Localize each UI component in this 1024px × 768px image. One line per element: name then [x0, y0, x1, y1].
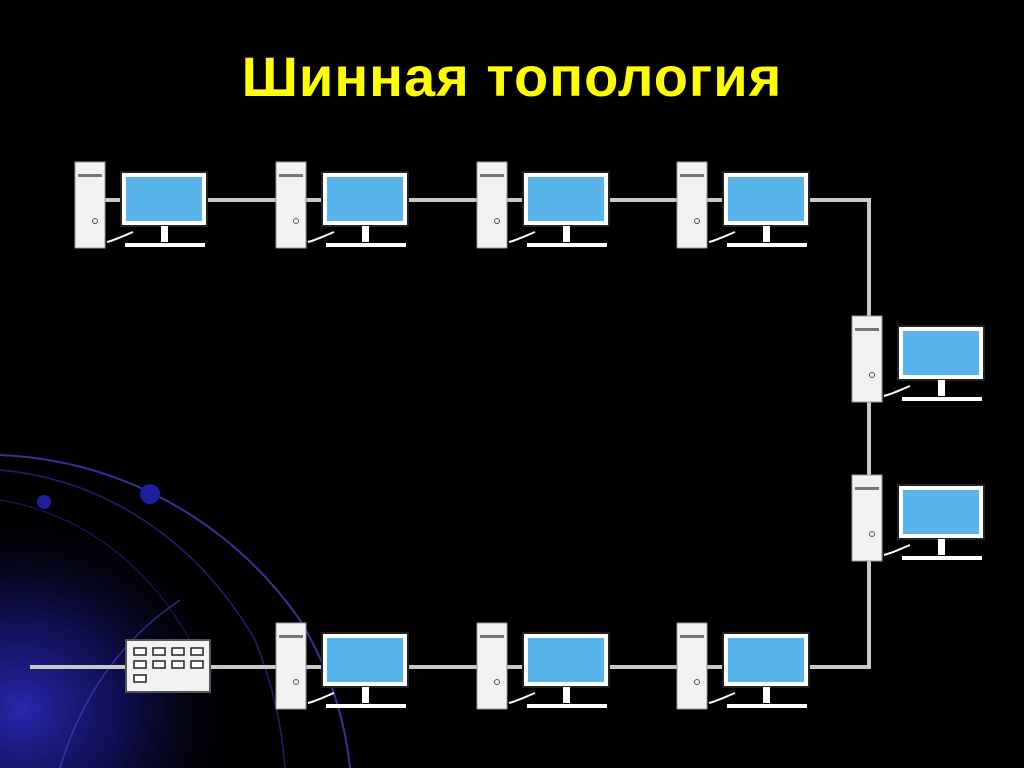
- monitor-screen: [327, 638, 403, 682]
- monitor-cable: [307, 231, 335, 243]
- monitor-cable: [508, 692, 536, 704]
- blue-glow: [0, 380, 420, 768]
- hub-port: [152, 660, 166, 669]
- power-button: [494, 679, 500, 685]
- monitor-screen: [728, 177, 804, 221]
- monitor-neck: [161, 226, 168, 242]
- power-button: [869, 372, 875, 378]
- monitor-cable: [883, 385, 911, 397]
- decor-arc: [0, 454, 351, 768]
- computer-icon: [676, 622, 810, 710]
- drive-bay: [855, 487, 879, 490]
- hub-port: [171, 660, 185, 669]
- drive-bay: [855, 328, 879, 331]
- monitor-neck: [563, 226, 570, 242]
- hub-port: [171, 647, 185, 656]
- computer-icon: [676, 161, 810, 249]
- computer-icon: [476, 622, 610, 710]
- computer-icon: [275, 622, 409, 710]
- monitor-base: [527, 243, 607, 247]
- monitor-neck: [362, 226, 369, 242]
- monitor-cable: [708, 231, 736, 243]
- decor-arc: [59, 599, 181, 768]
- monitor-screen: [528, 177, 604, 221]
- drive-bay: [78, 174, 102, 177]
- monitor-base: [527, 704, 607, 708]
- hub-port: [133, 674, 147, 683]
- drive-bay: [279, 174, 303, 177]
- monitor-cable: [708, 692, 736, 704]
- hub-port: [152, 647, 166, 656]
- bus-cable: [30, 198, 871, 669]
- network-nodes: [74, 161, 985, 710]
- hub-port: [133, 660, 147, 669]
- monitor-screen: [903, 331, 979, 375]
- monitor-screen: [126, 177, 202, 221]
- bus-cable-line: [30, 198, 871, 669]
- power-button: [92, 218, 98, 224]
- power-button: [694, 679, 700, 685]
- slide-title: Шинная топология: [241, 45, 783, 108]
- hub-port: [190, 647, 204, 656]
- computer-icon: [851, 474, 985, 562]
- monitor-neck: [763, 226, 770, 242]
- monitor-neck: [763, 687, 770, 703]
- drive-bay: [279, 635, 303, 638]
- monitor-screen: [528, 638, 604, 682]
- power-button: [494, 218, 500, 224]
- monitor-neck: [938, 539, 945, 555]
- monitor-neck: [362, 687, 369, 703]
- monitor-base: [902, 397, 982, 401]
- monitor-neck: [938, 380, 945, 396]
- monitor-base: [125, 243, 205, 247]
- monitor-cable: [508, 231, 536, 243]
- computer-icon: [476, 161, 610, 249]
- monitor-base: [902, 556, 982, 560]
- drive-bay: [480, 174, 504, 177]
- power-button: [694, 218, 700, 224]
- computer-icon: [851, 315, 985, 403]
- drive-bay: [680, 174, 704, 177]
- decor-arc: [0, 469, 286, 768]
- monitor-cable: [883, 544, 911, 556]
- drive-bay: [680, 635, 704, 638]
- hub-port: [190, 660, 204, 669]
- decor-dot: [140, 484, 160, 504]
- monitor-cable: [106, 231, 134, 243]
- monitor-base: [326, 704, 406, 708]
- power-button: [869, 531, 875, 537]
- power-button: [293, 679, 299, 685]
- monitor-base: [326, 243, 406, 247]
- monitor-neck: [563, 687, 570, 703]
- decor-dot: [37, 495, 51, 509]
- decor-arc: [0, 499, 201, 661]
- monitor-screen: [327, 177, 403, 221]
- monitor-base: [727, 243, 807, 247]
- monitor-cable: [307, 692, 335, 704]
- hub-port: [133, 647, 147, 656]
- monitor-screen: [903, 490, 979, 534]
- computer-icon: [275, 161, 409, 249]
- power-button: [293, 218, 299, 224]
- computer-icon: [74, 161, 208, 249]
- monitor-base: [727, 704, 807, 708]
- monitor-screen: [728, 638, 804, 682]
- hub-icon: [125, 639, 211, 693]
- drive-bay: [480, 635, 504, 638]
